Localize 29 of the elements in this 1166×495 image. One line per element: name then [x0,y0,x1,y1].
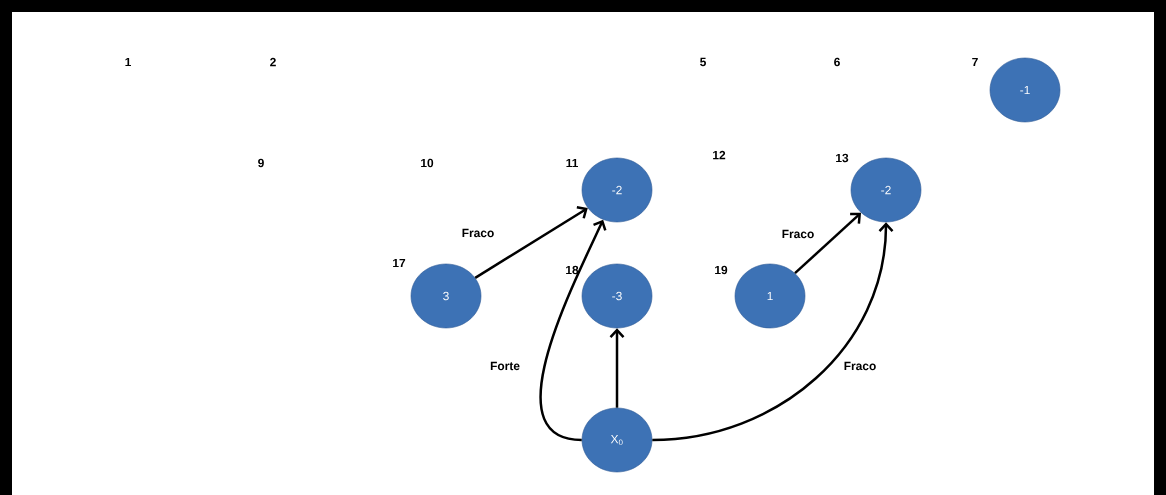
edge-label: Fraco [780,228,816,240]
number-label: 10 [421,158,434,168]
edge-label: Forte [489,360,521,372]
number-label: 7 [972,57,978,67]
number-label: 11 [566,158,578,168]
number-label: 5 [700,57,706,67]
ellipse-node: 3 [410,263,482,329]
ellipse-node: -2 [850,157,922,223]
number-label: 2 [270,57,276,67]
ellipse-node: -2 [581,157,653,223]
arrow [794,212,862,275]
number-label: 19 [715,265,728,275]
arrow [474,206,588,279]
arrow [539,219,607,442]
ellipse-node: X$_{0}$ [581,407,653,473]
number-label: 6 [834,57,840,67]
arrow [609,328,625,408]
ellipse-node: 1 [734,263,806,329]
number-label: 17 [393,258,406,268]
ellipse-node: -1 [989,57,1061,123]
arrow [652,222,894,442]
number-label: 1 [125,57,131,67]
ellipse-node: -3 [581,263,653,329]
edge-label: Fraco [460,227,496,239]
number-label: 18 [566,265,579,275]
edge-label: Fraco [842,360,878,372]
number-label: 13 [836,153,849,163]
number-label: 9 [258,158,264,168]
number-label: 12 [713,150,726,160]
